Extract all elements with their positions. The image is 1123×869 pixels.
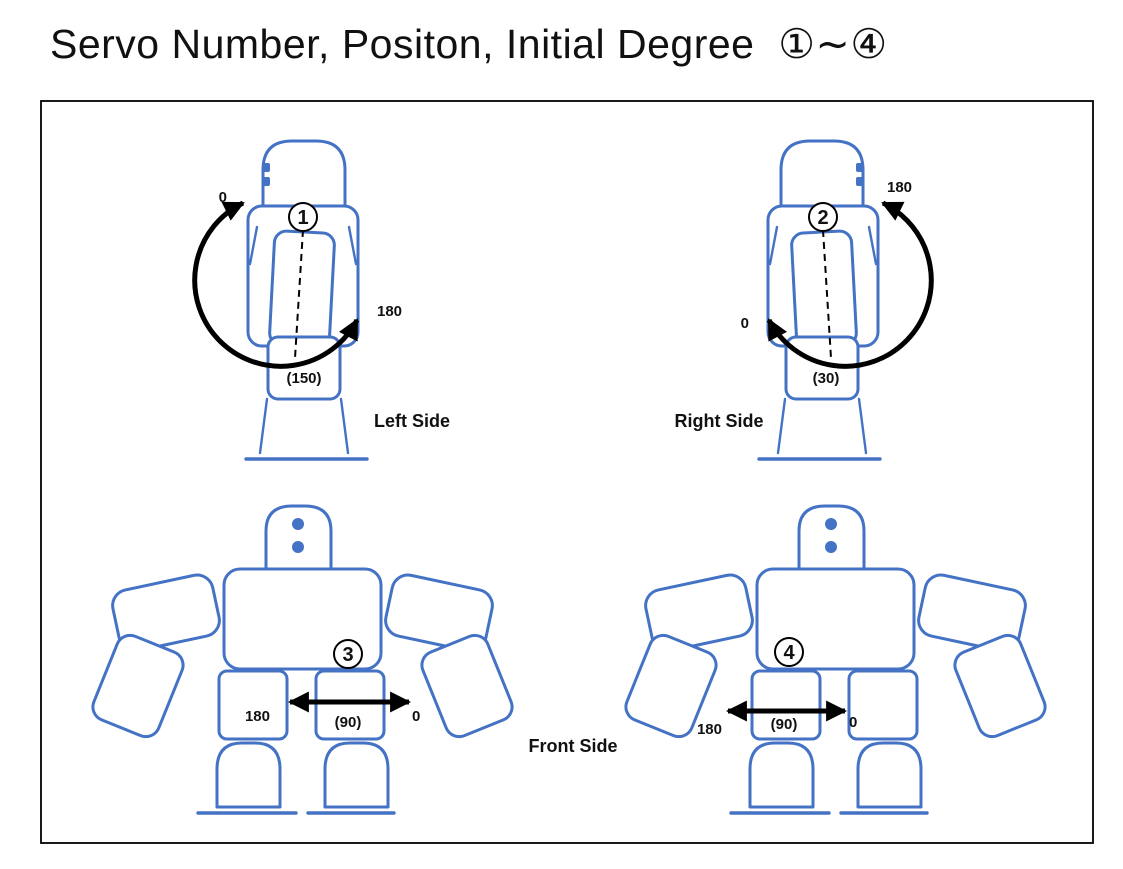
head-dot [292,518,304,530]
diagram-frame [40,100,1094,844]
robot-front-right [619,504,1052,815]
degree-right-label: 0 [849,714,857,731]
robot-foot [215,741,282,809]
servo-number-circle [808,202,838,232]
side-label: Left Side [374,411,450,431]
panel-left-side: 0 180 (150) 1 Left Side [192,139,450,461]
degree-max-label: 180 [377,303,402,320]
degree-left-label: 180 [697,721,722,738]
servo-number: 2 [817,207,828,229]
servo-number-badge: 4 [774,637,804,667]
panel-front-right: 4 180 (90) 0 [619,504,1052,815]
head-dot [856,177,863,186]
rotation-arc-arrow [192,200,360,369]
degree-right-label: 0 [412,708,420,725]
initial-degree-label: (90) [771,716,798,733]
degree-max-label: 180 [887,179,912,196]
leg-line [776,397,787,455]
servo-number-badge: 1 [288,202,318,232]
lower-arm [420,633,514,739]
head-dot [263,177,270,186]
servo-number-circle [288,202,318,232]
robot-head [261,139,347,210]
servo-number-badge: 3 [333,639,363,669]
rotation-arc-arrow [766,200,934,369]
servo-number: 4 [783,642,795,664]
head-dot [856,163,863,172]
front-side-label: Front Side [529,736,618,756]
lower-arm [91,633,185,739]
shoulder [384,573,494,653]
servo-number-badge: 2 [808,202,838,232]
robot-head [779,139,865,210]
robot-leg [217,669,289,741]
robot-front [91,504,514,815]
panel-front-left: 3 180 (90) 0 [91,504,514,815]
initial-degree-label: (150) [286,370,321,387]
page-title: Servo Number, Positon, Initial Degree ①∼… [50,21,888,67]
leg-line [339,397,350,455]
shoulder [111,573,221,653]
servo-number: 3 [342,644,353,666]
leg-line [258,397,269,455]
servo-number: 1 [297,207,308,229]
servo-number-circle [774,637,804,667]
robot-left-side [244,139,369,461]
panel-right-side: 180 0 (30) 2 Right Side [675,139,934,461]
degree-min-label: 0 [741,315,749,332]
degree-min-label: 0 [219,189,227,206]
degree-left-label: 180 [245,708,270,725]
robot-head [264,504,333,571]
robot-foot [323,741,390,809]
leg-line [857,397,868,455]
initial-degree-label: (90) [335,714,362,731]
side-label: Right Side [675,411,764,431]
robot-right-side [757,139,882,461]
initial-degree-label: (30) [813,370,840,387]
head-dot [263,163,270,172]
head-dot [292,541,304,553]
servo-number-circle [333,639,363,669]
